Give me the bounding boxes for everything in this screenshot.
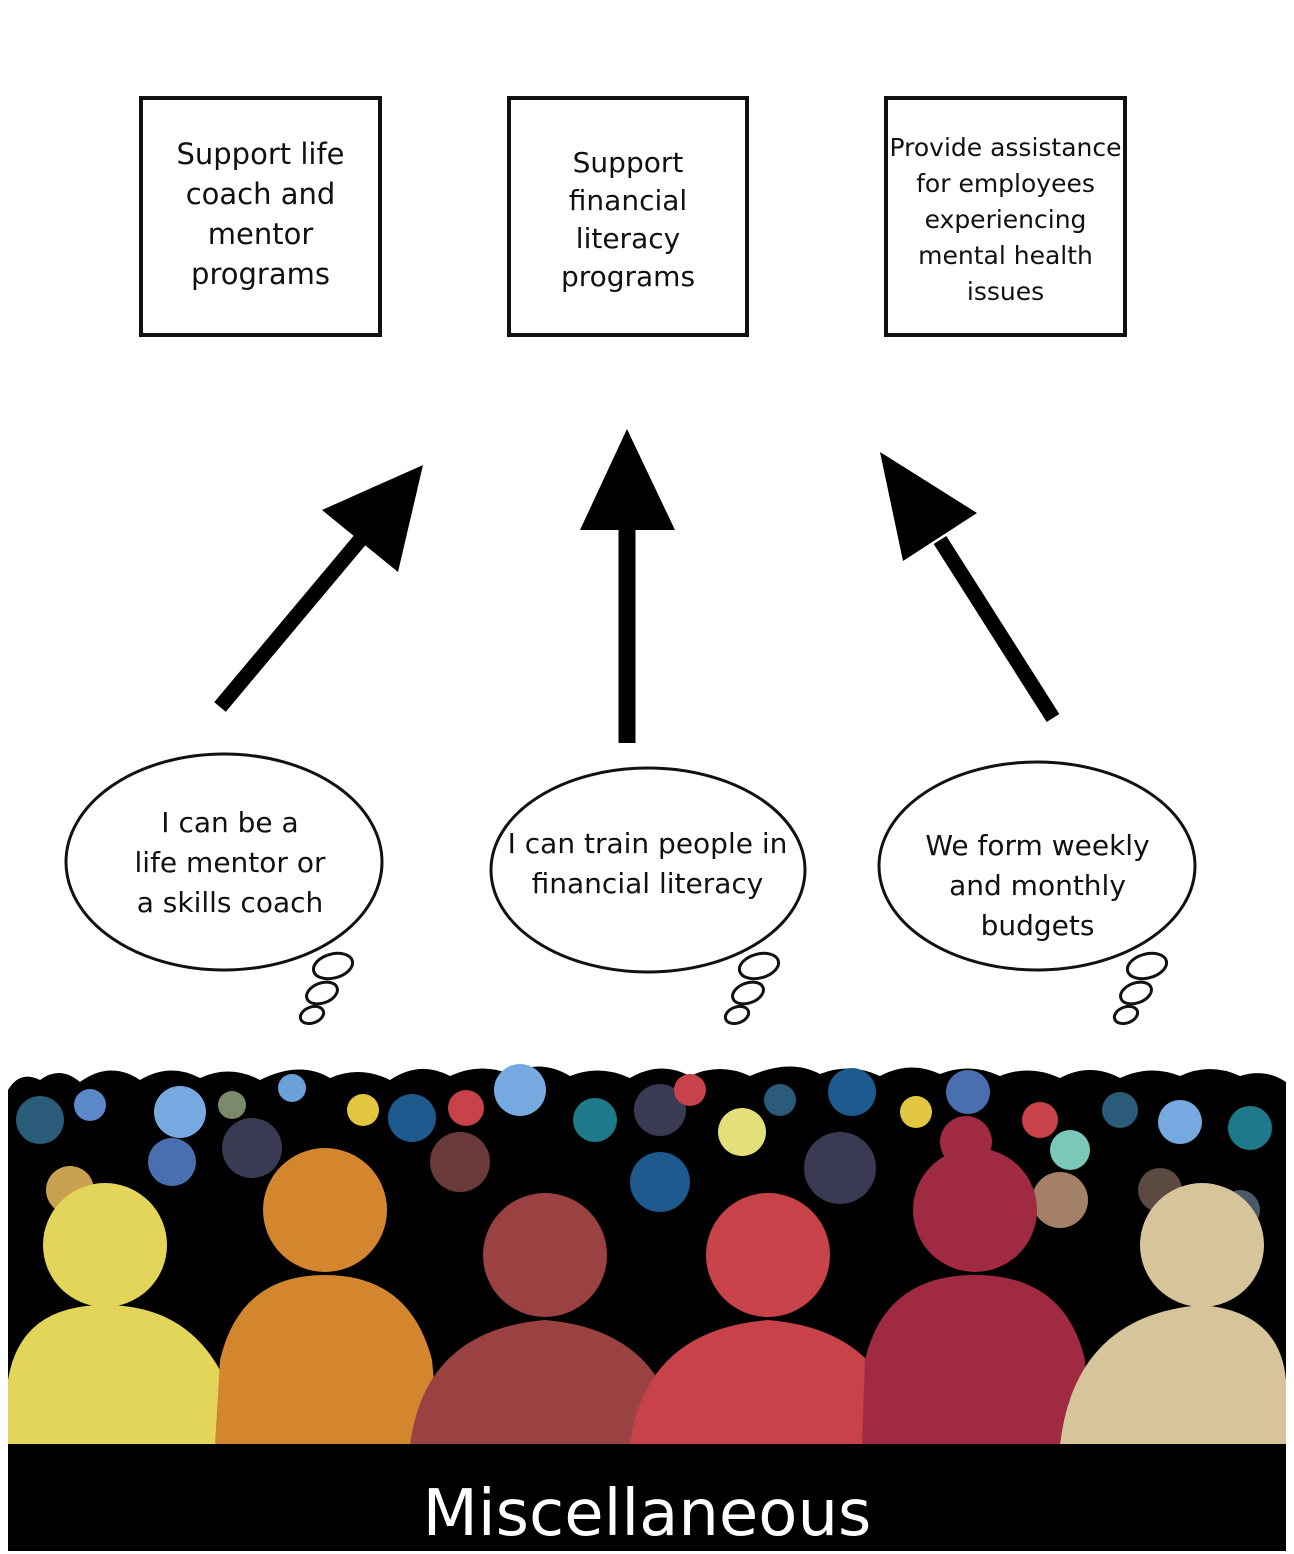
box-financial-literacy: Support financial literacy programs	[507, 96, 749, 337]
box-line: mentor	[207, 217, 314, 251]
thought-dot	[737, 951, 781, 981]
thought-line: and monthly	[949, 869, 1126, 902]
person-head	[448, 1090, 484, 1126]
box-line: Provide assistance	[889, 133, 1122, 162]
person-head	[630, 1152, 690, 1212]
person-head	[1228, 1106, 1272, 1150]
person-head	[1032, 1172, 1088, 1228]
thought-dot	[1112, 1004, 1140, 1026]
person-head	[900, 1096, 932, 1128]
box-life-coach-mentor: Support life coach and mentor programs	[139, 96, 382, 337]
arrows-and-bubbles	[64, 429, 1197, 1026]
thought-line: a skills coach	[136, 886, 324, 919]
person-head	[1140, 1183, 1264, 1307]
person-head	[222, 1118, 282, 1178]
person-head	[494, 1064, 546, 1116]
arrow-left-shaft	[214, 523, 376, 712]
arrow-left-head	[322, 465, 423, 572]
person-head	[43, 1183, 167, 1307]
thought-bubble-3	[877, 760, 1197, 972]
box-text: Provide assistance for employees experie…	[889, 130, 1121, 310]
footer-bar	[8, 1444, 1286, 1551]
person-head	[1050, 1130, 1090, 1170]
person-head	[148, 1138, 196, 1186]
person-head	[483, 1193, 607, 1317]
person-red	[630, 1193, 905, 1445]
thought-dot	[731, 980, 765, 1006]
crowd-illustration	[8, 1064, 1286, 1450]
arrow-right-shaft	[933, 535, 1060, 723]
person-body	[862, 1275, 1090, 1445]
person-body	[8, 1305, 230, 1445]
person-head	[218, 1091, 246, 1119]
person-body	[630, 1320, 905, 1445]
thought-text-1: I can be a life mentor or a skills coach	[80, 803, 380, 923]
person-head	[913, 1148, 1037, 1272]
person-head	[634, 1084, 686, 1136]
thought-line: financial literacy	[531, 867, 764, 900]
person-head	[430, 1132, 490, 1192]
thought-bubble-1	[64, 752, 384, 972]
box-line: Support life	[176, 137, 345, 171]
box-text: Support life coach and mentor programs	[176, 134, 344, 294]
foreground-people	[8, 1148, 1286, 1445]
person-head	[764, 1084, 796, 1116]
box-line: Support financial	[568, 146, 688, 217]
thought-dot	[298, 1004, 326, 1026]
thought-text-2: I can train people in financial literacy	[495, 824, 800, 904]
box-line: programs	[191, 257, 330, 291]
box-line: coach and	[185, 177, 336, 211]
person-rust	[410, 1193, 680, 1445]
person-head	[804, 1132, 876, 1204]
person-head	[718, 1108, 766, 1156]
person-head	[74, 1089, 106, 1121]
person-body	[410, 1320, 680, 1445]
person-head	[1158, 1100, 1202, 1144]
person-head	[1102, 1092, 1138, 1128]
thought-dot	[1125, 951, 1169, 981]
box-line: literacy	[575, 222, 681, 255]
arrow-middle-head	[580, 429, 675, 530]
person-head	[388, 1094, 436, 1142]
thought-bubble-2	[489, 766, 807, 974]
person-beige	[1060, 1183, 1286, 1445]
person-head	[1022, 1102, 1058, 1138]
box-text: Support financial literacy programs	[511, 144, 745, 296]
person-head	[154, 1086, 206, 1138]
person-head	[706, 1193, 830, 1317]
person-head	[16, 1096, 64, 1144]
thought-dot	[305, 980, 339, 1006]
thought-text-3: We form weekly and monthly budgets	[890, 826, 1185, 946]
person-yellow	[8, 1183, 230, 1445]
thought-dot	[1119, 980, 1153, 1006]
person-head	[263, 1148, 387, 1272]
box-line: programs	[560, 260, 696, 293]
box-line: issues	[966, 277, 1045, 306]
thought-line: budgets	[980, 909, 1095, 942]
person-head	[278, 1074, 306, 1102]
thought-dot	[723, 1004, 751, 1026]
thought-line: I can train people in	[507, 827, 788, 860]
person-head	[573, 1098, 617, 1142]
box-line: experiencing	[924, 205, 1087, 234]
thought-line: We form weekly	[925, 829, 1150, 862]
thought-dot	[311, 951, 355, 981]
box-line: mental health	[918, 241, 1093, 270]
person-head	[946, 1070, 990, 1114]
person-head	[674, 1074, 706, 1106]
person-body	[1060, 1305, 1286, 1445]
person-crimson	[862, 1148, 1090, 1445]
person-body	[215, 1275, 440, 1445]
thought-line: life mentor or	[134, 846, 326, 879]
arrow-right-head	[880, 452, 977, 561]
box-mental-health: Provide assistance for employees experie…	[884, 96, 1127, 337]
person-orange	[215, 1148, 440, 1445]
person-head	[828, 1068, 876, 1116]
footer-title: Miscellaneous	[422, 1477, 872, 1551]
box-line: for employees	[916, 169, 1095, 198]
thought-line: I can be a	[161, 806, 299, 839]
person-head	[347, 1094, 379, 1126]
